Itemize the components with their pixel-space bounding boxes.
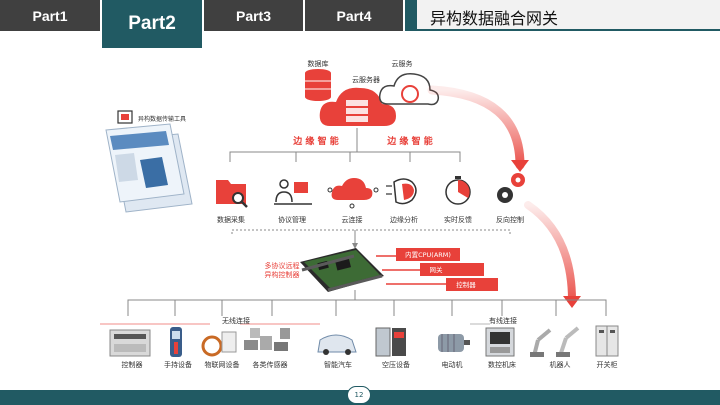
page-title: 异构数据融合网关 [430, 9, 559, 28]
device-label: 物联网设备 [205, 360, 240, 369]
edge-right-label: 边 缘 智 能 [386, 135, 432, 147]
device-bracket [127, 299, 607, 316]
transfer-tool-icon [117, 110, 133, 124]
title-accent [405, 0, 417, 31]
tag-cpu-label: 内置CPU(ARM) [405, 250, 451, 259]
control-to-device-arc [524, 201, 576, 304]
device-label: 控制器 [122, 360, 143, 369]
tab-part1[interactable]: Part1 [0, 0, 100, 31]
wired-label: 有线连接 [489, 316, 517, 325]
cloud-service-icon [378, 73, 440, 106]
tag-gateway-label: 网关 [430, 265, 444, 274]
page-number: 12 [347, 386, 371, 404]
tag-gateway [420, 263, 484, 276]
arc2-arrowhead [563, 296, 581, 308]
function-label: 反向控制 [496, 215, 524, 224]
function-label: 数据采集 [217, 215, 245, 224]
electric-motor-image [438, 334, 470, 352]
device-label: 智能汽车 [324, 360, 352, 369]
controller-device-image [109, 329, 151, 357]
tab-part2[interactable]: Part2 [102, 0, 202, 48]
controller-board-image [300, 248, 384, 292]
wireless-label: 无线连接 [222, 316, 250, 325]
software-screenshot [105, 123, 193, 213]
device-label: 各类传感器 [253, 360, 288, 369]
controller-label-1: 多协议远程 [265, 261, 300, 270]
tag-controller [446, 278, 498, 291]
arc-arrowhead [511, 160, 529, 172]
edge-left-label: 边 缘 智 能 [292, 135, 338, 147]
tab-part3[interactable]: Part3 [204, 0, 303, 31]
cloud-service-label: 云服务 [392, 59, 413, 68]
transfer-tool-label: 异构数据传输工具 [138, 115, 186, 123]
device-label: 机器人 [550, 360, 571, 369]
cnc-machine-image [485, 327, 515, 357]
cloud-server-label: 云服务器 [352, 75, 380, 84]
device-label: 数控机床 [488, 360, 516, 369]
smart-car-image [317, 334, 357, 355]
device-label: 空压设备 [382, 360, 410, 369]
database-label: 数据库 [308, 59, 329, 68]
robot-image [530, 326, 580, 357]
air-compressor-image [375, 327, 406, 357]
switch-cabinet-image [595, 325, 619, 357]
reverse-control-icon [497, 173, 525, 203]
database-icon [305, 69, 331, 101]
device-label: 电动机 [442, 360, 463, 369]
controller-label-2: 异构控制器 [265, 270, 300, 279]
cloud-server-icon [319, 87, 396, 126]
data-collection-icon [216, 180, 248, 208]
realtime-feedback-icon [445, 176, 471, 205]
cloud-connect-icon [327, 178, 379, 209]
protocol-management-icon [274, 179, 312, 205]
tag-controller-label: 控制器 [456, 280, 476, 289]
device-label: 手持设备 [164, 360, 192, 369]
function-bracket [231, 229, 511, 234]
device-label: 开关柜 [597, 360, 618, 369]
tab-bar: Part1 Part2 Part3 Part4 [0, 0, 720, 48]
function-label: 边缘分析 [390, 215, 418, 224]
iot-device-image [201, 331, 237, 357]
tab-part4[interactable]: Part4 [305, 0, 403, 31]
title-bar [405, 0, 720, 31]
edge-analysis-icon [386, 178, 417, 205]
sensor-image [244, 328, 290, 351]
handheld-device-image [170, 327, 182, 357]
cloud-to-control-arc [427, 85, 525, 170]
function-label: 实时反馈 [444, 215, 472, 224]
edge-bracket [229, 151, 461, 162]
function-label: 云连接 [342, 215, 363, 224]
tag-cpu [396, 248, 460, 261]
function-label: 协议管理 [278, 215, 306, 224]
